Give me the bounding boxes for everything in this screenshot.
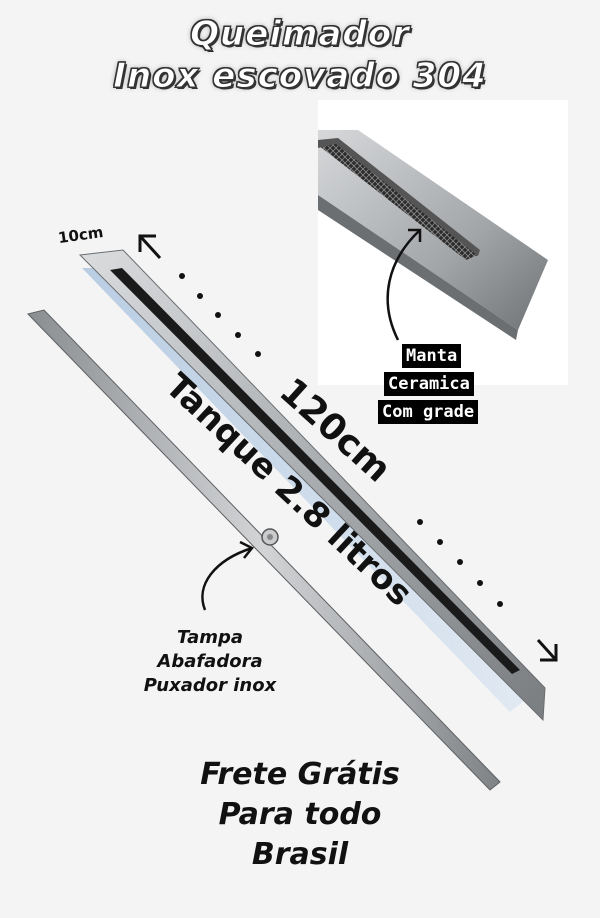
curved-arrow-lid-icon bbox=[201, 540, 254, 611]
inset-label-line-2: Ceramica bbox=[384, 372, 474, 396]
lid-label-line-3: Puxador inox bbox=[143, 675, 277, 696]
shipping-line-3: Brasil bbox=[251, 837, 349, 872]
title-line-1: Queimador bbox=[190, 14, 410, 55]
lid-label-line-1: Tampa bbox=[176, 627, 244, 648]
title-line-2: Inox escovado 304 bbox=[113, 56, 487, 97]
burner-slot bbox=[110, 268, 520, 674]
shipping-line-2: Para todo bbox=[218, 797, 382, 832]
arrow-bottom-right-icon bbox=[536, 638, 558, 662]
lid-bar bbox=[27, 309, 501, 791]
shipping-line-1: Frete Grátis bbox=[200, 757, 400, 792]
lid-label: Tampa Abafadora Puxador inox bbox=[100, 626, 320, 698]
shipping-banner: Frete Grátis Para todo Brasil bbox=[130, 755, 470, 875]
burner-top-plate bbox=[78, 249, 546, 722]
lid-label-line-2: Abafadora bbox=[157, 651, 263, 672]
inset-photo bbox=[318, 100, 568, 385]
curved-arrow-mesh-icon bbox=[386, 228, 422, 341]
inset-label-line-1: Manta bbox=[402, 344, 462, 368]
dimension-dots bbox=[179, 273, 503, 607]
tank-body bbox=[82, 268, 525, 712]
inset-label-line-3: Com grade bbox=[378, 400, 479, 424]
inset-burner-closeup bbox=[318, 130, 548, 341]
arrow-top-left-icon bbox=[138, 234, 162, 260]
